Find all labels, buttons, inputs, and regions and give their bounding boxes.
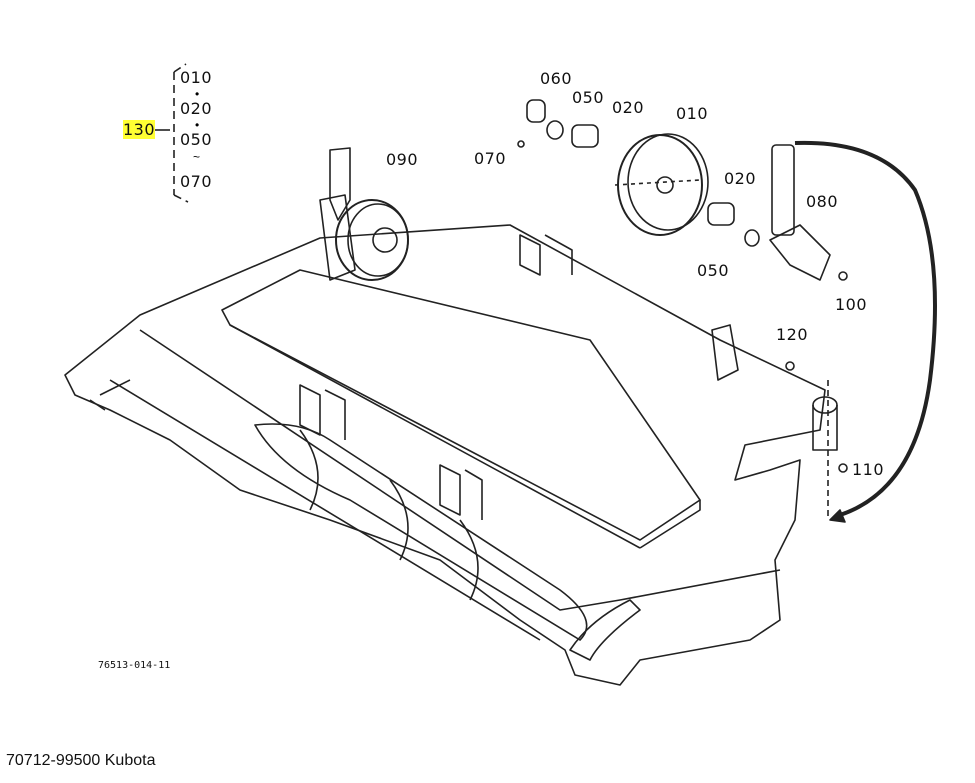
callout-120[interactable]: 120	[776, 325, 809, 344]
group-item-050[interactable]: 050	[180, 130, 213, 149]
callout-130-group[interactable]: 130	[123, 120, 156, 139]
callout-020-lower[interactable]: 020	[724, 169, 757, 188]
wheel-010	[614, 133, 709, 236]
callout-050[interactable]: 050	[572, 88, 605, 107]
callout-080[interactable]: 080	[806, 192, 839, 211]
drawing-number: 76513-014-11	[98, 660, 171, 671]
deck-opening	[221, 269, 701, 541]
callout-110[interactable]: 110	[852, 460, 885, 479]
group-item-020[interactable]: 020	[180, 99, 213, 118]
arm-080	[769, 144, 848, 281]
part-caption: 70712-99500 Kubota	[6, 752, 156, 769]
callout-070[interactable]: 070	[474, 149, 507, 168]
wheel-090	[319, 147, 409, 281]
front-roller	[254, 423, 588, 641]
group-bracket	[173, 63, 189, 203]
deck-outline	[64, 224, 826, 686]
callout-020[interactable]: 020	[612, 98, 645, 117]
callout-060[interactable]: 060	[540, 69, 573, 88]
height-cable	[794, 140, 937, 517]
callout-100[interactable]: 100	[835, 295, 868, 314]
group-item-070[interactable]: 070	[180, 172, 213, 191]
callout-010[interactable]: 010	[676, 104, 709, 123]
callout-090[interactable]: 090	[386, 150, 419, 169]
callout-050-lower[interactable]: 050	[697, 261, 730, 280]
group-item-010[interactable]: 010	[180, 68, 213, 87]
pivot-post	[785, 361, 848, 520]
